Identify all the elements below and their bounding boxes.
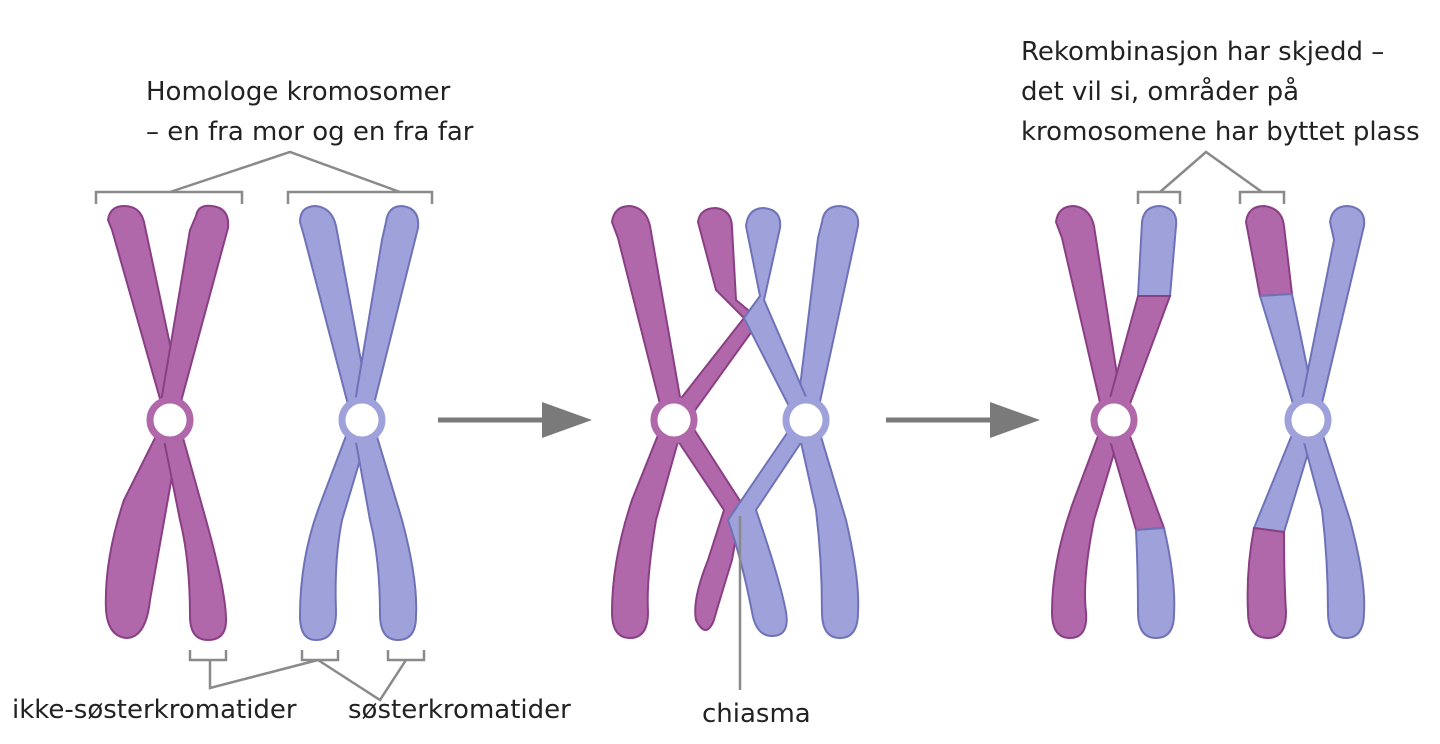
right-arrow-icon (438, 402, 592, 438)
paternal-chromatid-right-lower (350, 419, 418, 642)
homologous-chromosomes-label: Homologe kromosomer – en fra mor og en f… (146, 72, 473, 152)
paternal-chromatid-right (350, 204, 420, 421)
centromere (338, 396, 386, 444)
paternal-chromosome (298, 204, 420, 642)
panel-homologous-pair (94, 150, 434, 702)
chromatid-brackets (188, 650, 426, 702)
maternal-outer-chromatid-lower (610, 419, 686, 640)
pointer-nonsister (208, 658, 319, 690)
maternal-outer-chromatid (610, 204, 686, 421)
centromere (650, 396, 698, 444)
bracket-pointer (1159, 150, 1263, 194)
maternal-chromatid-right-lower (158, 419, 228, 642)
recombined-segment-maternal-top (1244, 204, 1294, 298)
bracket-maternal (94, 190, 244, 204)
homologous-label-line2: – en fra mor og en fra far (146, 117, 474, 147)
maternal-chromatid-left-lower (1050, 419, 1126, 640)
recombined-segment-paternal-bottom (1134, 526, 1176, 640)
bracket-nonsister-b (300, 650, 340, 662)
recombination-label-line3: kromosomene har byttet plass (1021, 117, 1420, 147)
recombination-label: Rekombinasjon har skjedd – det vil si, o… (1021, 32, 1420, 152)
recombined-segment-paternal-top (1136, 204, 1178, 297)
maternal-chromatid-left-lower (104, 419, 184, 640)
paternal-inner-chromatid-lower (726, 419, 818, 638)
maternal-inner-chromatid-upper (661, 206, 762, 421)
maternal-chromatid-left (1054, 204, 1126, 421)
centromere (1284, 396, 1332, 444)
paternal-chromatid-left-lower (298, 419, 374, 642)
bracket-recomb-a (1136, 190, 1182, 204)
homologous-brackets (94, 150, 434, 204)
maternal-chromosome (104, 204, 230, 642)
non-sister-chromatids-label: ikke-søsterkromatider (12, 695, 297, 725)
recombination-label-line2: det vil si, områder på (1021, 77, 1300, 107)
bracket-nonsister-a (188, 650, 228, 662)
paternal-chromatid-right (1296, 204, 1366, 421)
maternal-chromatid-right (156, 204, 230, 421)
paternal-outer-chromatid-lower (794, 419, 860, 640)
paternal-chromatid-left (298, 204, 374, 421)
maternal-inner-chromatid-lower (662, 419, 744, 631)
panel-chiasma (610, 204, 860, 690)
chiasma-label: chiasma (702, 699, 811, 729)
centromere (1090, 396, 1138, 444)
bracket-pointer (169, 150, 401, 194)
sister-chromatids-label: søsterkromatider (348, 695, 571, 725)
recombination-label-line1: Rekombinasjon har skjedd – (1021, 37, 1385, 67)
centromere (146, 396, 194, 444)
right-arrow-icon (886, 402, 1040, 438)
pointer-sister (317, 658, 408, 702)
panel-recombined (1050, 150, 1366, 640)
bracket-paternal (286, 190, 434, 204)
bracket-sister (386, 650, 426, 662)
homologous-label-line1: Homologe kromosomer (146, 77, 451, 107)
recombined-segment-maternal-bottom (1246, 526, 1288, 640)
paternal-chromatid-right-lower (1296, 419, 1366, 640)
recombination-brackets (1136, 150, 1286, 204)
bracket-recomb-b (1238, 190, 1286, 204)
centromere (782, 396, 830, 444)
paternal-inner-chromatid-upper (742, 206, 818, 421)
paternal-outer-chromatid (794, 204, 860, 421)
